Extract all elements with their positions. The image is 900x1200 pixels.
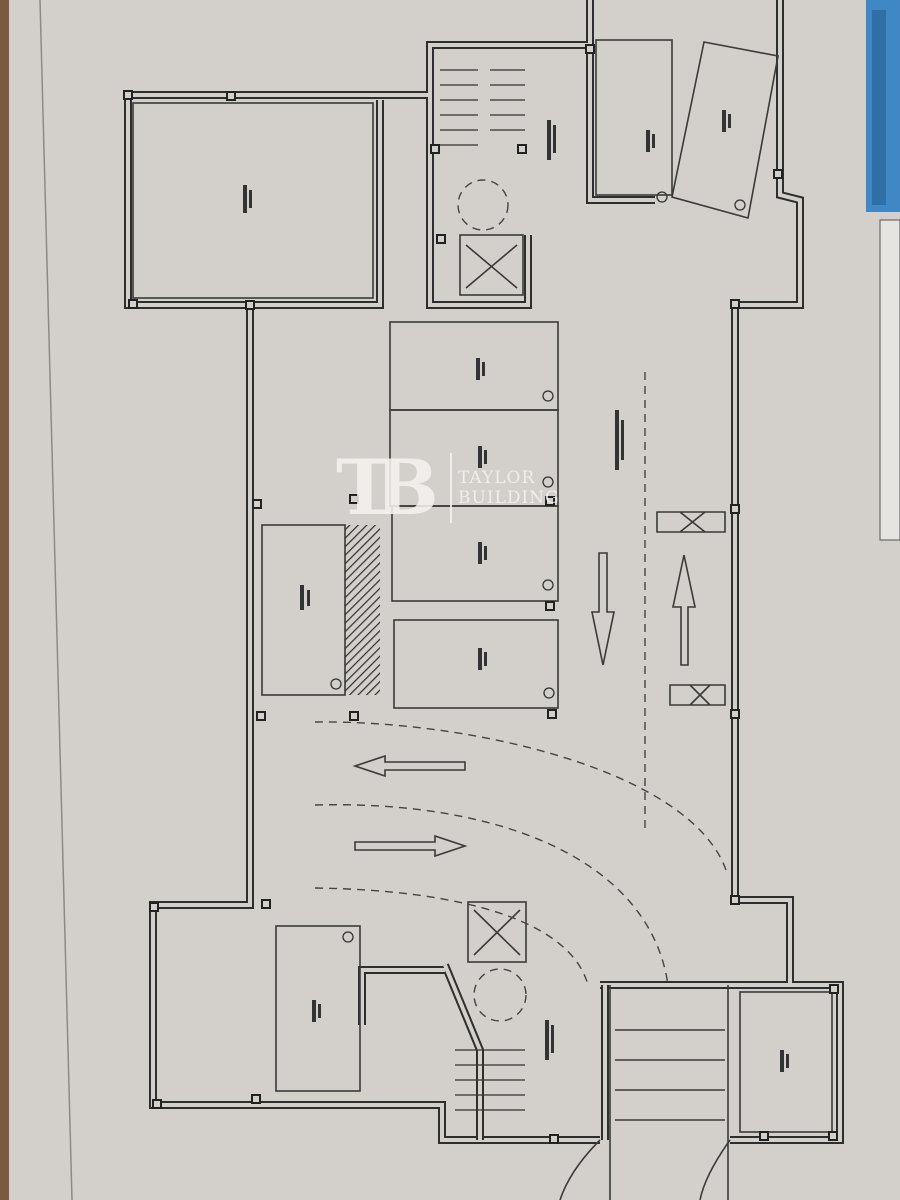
- storage-room: [739, 991, 833, 1133]
- lift-shaft: [459, 234, 524, 296]
- traffic-arrows: [352, 552, 696, 858]
- stair-core-top: [440, 69, 525, 296]
- arrow-down-icon: [591, 552, 615, 666]
- parking-bay: [393, 619, 559, 709]
- arrow-up-icon: [672, 554, 696, 666]
- storage-room: [132, 102, 374, 299]
- parking-bay: [275, 925, 361, 1092]
- room-labels: [243, 110, 789, 1072]
- ventilation-marks: [656, 511, 726, 706]
- parking-bay: [595, 39, 673, 196]
- ramp: [559, 985, 731, 1200]
- parking-bay: [389, 321, 559, 411]
- watermark-line-1: TAYLOR: [458, 467, 536, 488]
- paper-edge-line: [39, 0, 73, 1200]
- walls: [124, 0, 844, 1144]
- lift-shaft: [467, 901, 527, 963]
- turning-lines: [314, 372, 727, 986]
- parking-bay: [391, 505, 559, 602]
- bay-number-markers: [330, 191, 746, 943]
- arrow-left-icon: [352, 754, 466, 778]
- watermark-divider: [450, 452, 452, 523]
- hatched-access-zone: [345, 525, 380, 695]
- watermark-monogram: TB: [336, 442, 439, 532]
- parking-bays: [132, 39, 833, 1133]
- arrow-right-icon: [354, 834, 468, 858]
- title-block-panel: [879, 219, 900, 541]
- watermark-logo: TB TAYLOR BUILDING: [336, 442, 576, 532]
- watermark-wordmark: TAYLOR BUILDING: [458, 468, 560, 508]
- title-block-band: [872, 10, 886, 205]
- parking-bay-angled: [671, 41, 779, 220]
- structural-columns: [123, 44, 839, 1144]
- table-edge: [0, 0, 9, 1200]
- stair-core-bottom: [455, 901, 527, 1111]
- watermark-line-2: BUILDING: [458, 487, 560, 508]
